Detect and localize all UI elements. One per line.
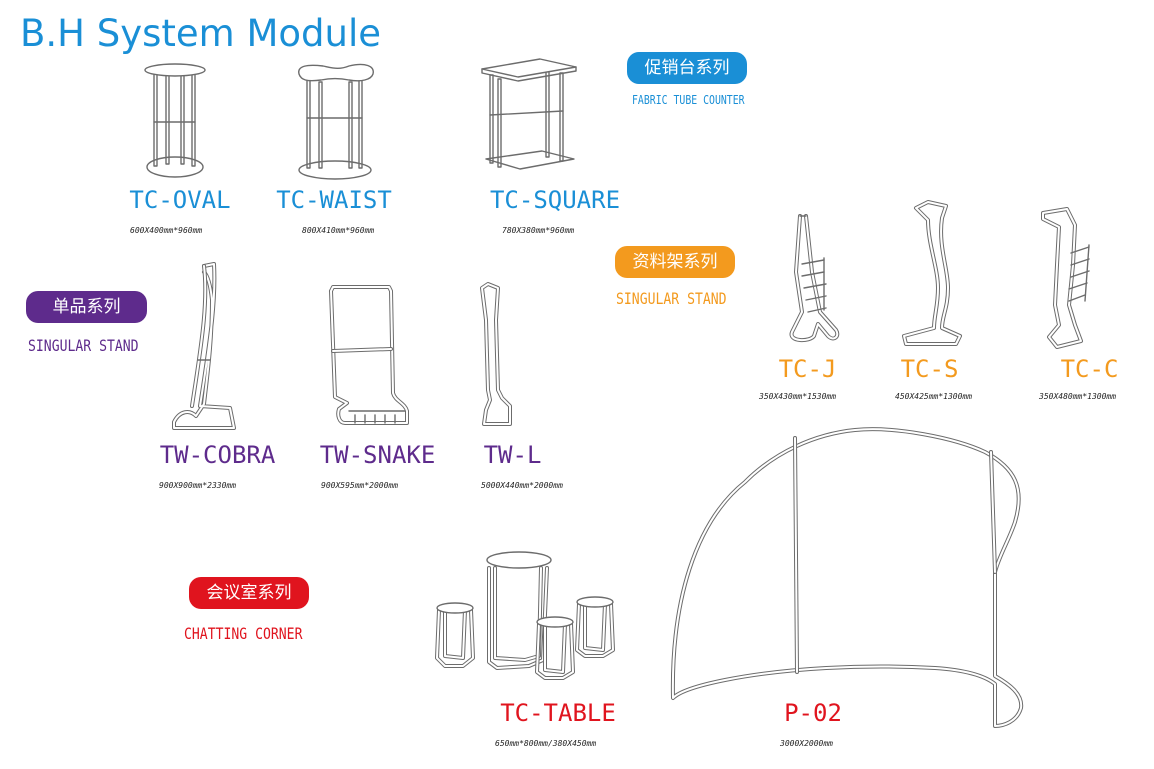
series-label-rack: SINGULAR STAND bbox=[616, 289, 727, 308]
product-code-tc-square: TC-SQUARE bbox=[489, 186, 621, 214]
l-stand-illustration bbox=[474, 280, 514, 430]
snake-stand-illustration bbox=[325, 283, 415, 429]
c-rack-illustration bbox=[1035, 205, 1095, 350]
product-code-tc-oval: TC-OVAL bbox=[129, 186, 231, 214]
j-rack-illustration bbox=[780, 212, 845, 344]
product-size-tw-l: 5000X440mm*2000mm bbox=[481, 481, 563, 490]
product-code-p-02: P-02 bbox=[784, 699, 842, 727]
product-code-tw-snake: TW-SNAKE bbox=[319, 441, 436, 469]
product-size-tc-j: 350X430mm*1530mm bbox=[759, 392, 837, 401]
product-size-tc-oval: 600X400mm*960mm bbox=[130, 226, 203, 235]
product-size-tc-c: 350X480mm*1300mm bbox=[1039, 392, 1117, 401]
table-stools-illustration bbox=[433, 548, 623, 683]
product-size-tw-cobra: 900X900mm*2330mm bbox=[159, 481, 237, 490]
series-label-meeting: CHATTING CORNER bbox=[184, 624, 303, 643]
curved-wall-illustration bbox=[665, 422, 1027, 730]
product-size-tw-snake: 900X595mm*2000mm bbox=[321, 481, 399, 490]
series-label-single: SINGULAR STAND bbox=[28, 336, 139, 355]
series-label-counter: FABRIC TUBE COUNTER bbox=[632, 93, 745, 107]
product-code-tw-l: TW-L bbox=[483, 441, 542, 469]
product-code-tc-waist: TC-WAIST bbox=[276, 186, 392, 214]
product-size-tc-s: 450X425mm*1300mm bbox=[895, 392, 973, 401]
product-code-tc-s: TC-S bbox=[900, 355, 959, 383]
waist-counter-illustration bbox=[293, 60, 378, 182]
cobra-stand-illustration bbox=[170, 260, 250, 432]
square-counter-illustration bbox=[480, 55, 580, 178]
product-code-tc-j: TC-J bbox=[778, 355, 837, 383]
product-size-tc-waist: 800X410mm*960mm bbox=[302, 226, 375, 235]
product-code-tc-table: TC-TABLE bbox=[500, 699, 616, 727]
series-badge-single: 单品系列 bbox=[26, 291, 147, 323]
product-size-tc-square: 780X380mm*960mm bbox=[502, 226, 575, 235]
s-rack-illustration bbox=[898, 198, 973, 346]
oval-counter-illustration bbox=[140, 62, 210, 180]
series-badge-meeting: 会议室系列 bbox=[189, 577, 309, 609]
product-code-tw-cobra: TW-COBRA bbox=[159, 441, 276, 469]
page-title: B.H System Module bbox=[20, 12, 382, 55]
product-size-p-02: 3000X2000mm bbox=[780, 739, 833, 748]
product-code-tc-c: TC-C bbox=[1060, 355, 1119, 383]
series-badge-counter: 促销台系列 bbox=[627, 52, 747, 84]
series-badge-rack: 资料架系列 bbox=[615, 246, 735, 278]
product-size-tc-table: 650mm*800mm/380X450mm bbox=[495, 739, 597, 748]
